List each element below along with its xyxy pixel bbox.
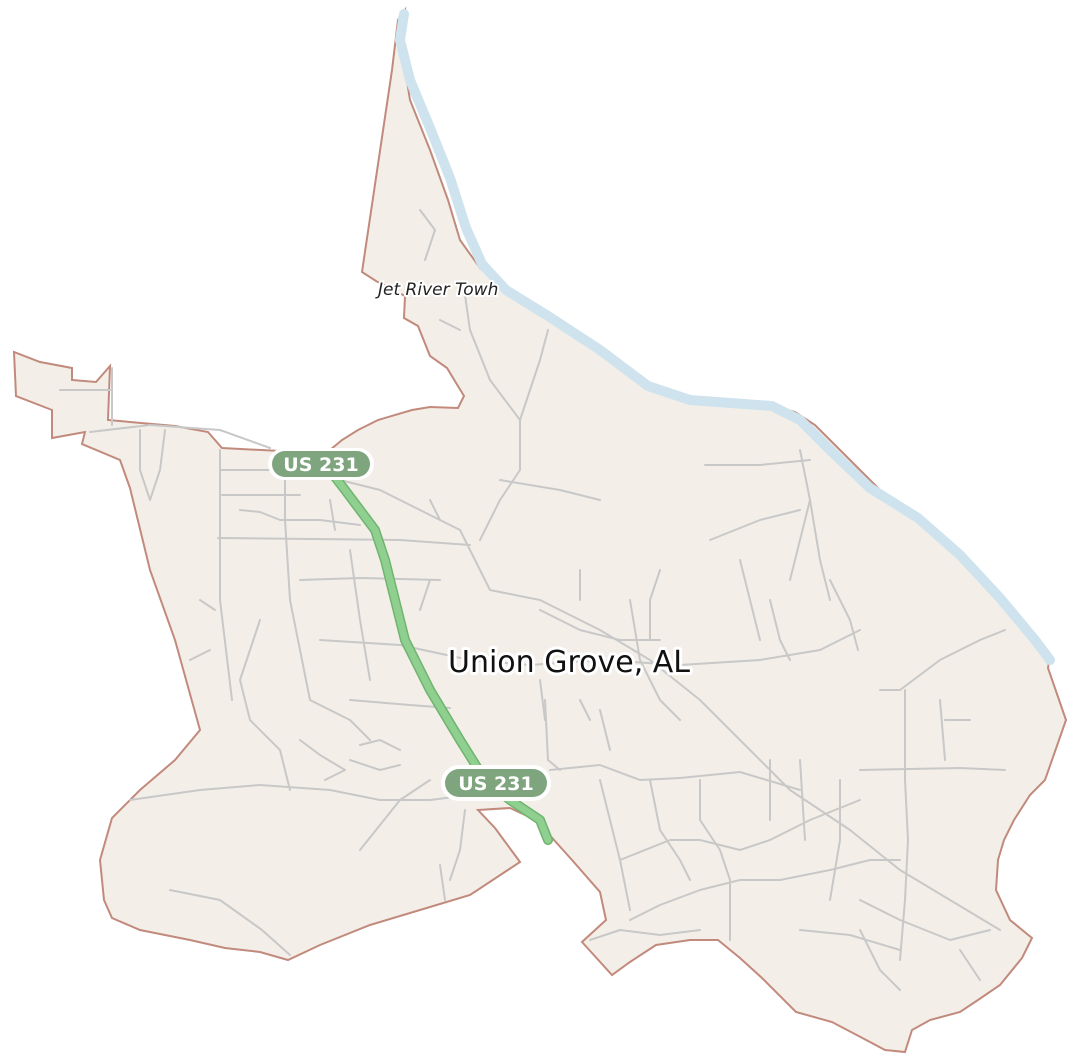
municipal-boundary (12, 6, 1068, 1054)
shield-label: US 231 (458, 773, 533, 795)
shield-label: US 231 (283, 454, 358, 476)
jet-river-town-label: Jet River Towh (375, 280, 498, 300)
place-name-label: Union Grove, AL (448, 645, 690, 680)
us-231-highway (314, 451, 552, 844)
local-roads (59, 209, 1006, 991)
us-231-shield-north: US 231 (268, 448, 374, 480)
river (394, 9, 1055, 665)
us-231-shield-south: US 231 (441, 765, 551, 801)
